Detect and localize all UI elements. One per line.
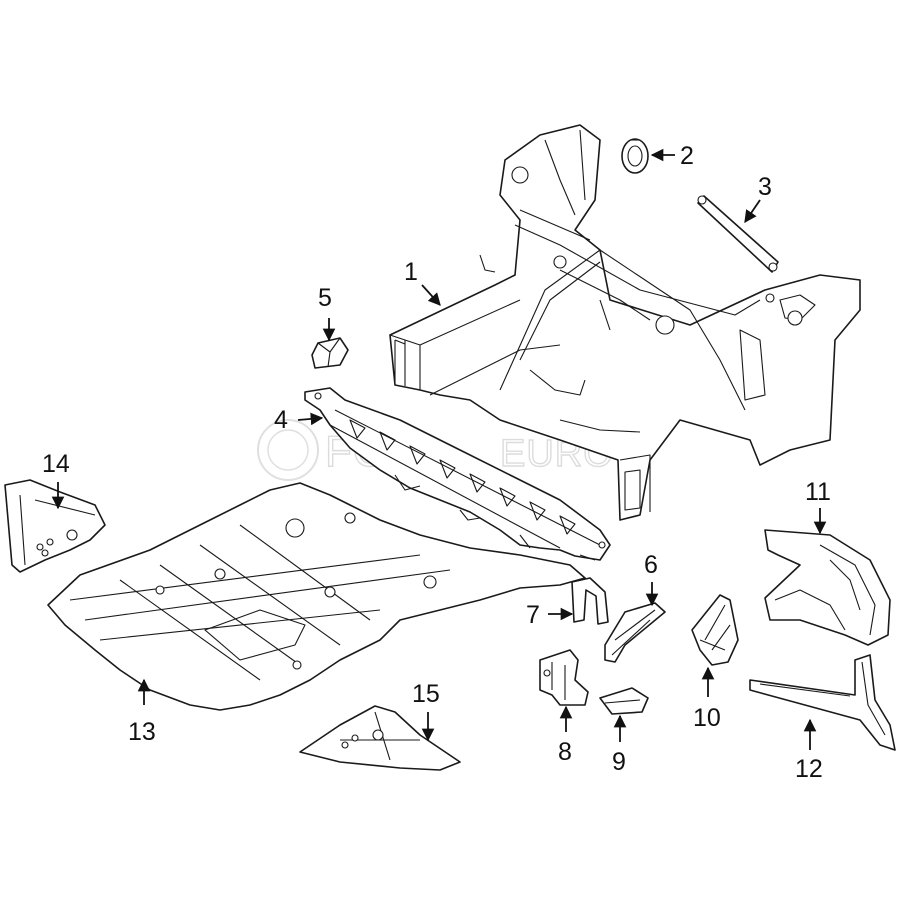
callout-4: 4	[274, 406, 288, 434]
callout-13: 13	[128, 718, 156, 746]
part-6-bracket[interactable]	[604, 602, 666, 663]
part-11-arch-bracket[interactable]	[764, 529, 891, 646]
callout-2: 2	[680, 142, 694, 170]
part-8-bracket[interactable]	[539, 649, 589, 706]
callout-10: 10	[693, 704, 721, 732]
callout-7: 7	[526, 601, 540, 629]
callout-5: 5	[318, 284, 332, 312]
callout-11: 11	[805, 478, 831, 506]
part-10-bracket[interactable]	[691, 594, 739, 666]
callout-12: 12	[795, 755, 823, 783]
callout-8: 8	[558, 738, 572, 766]
callout-1: 1	[404, 258, 418, 286]
leader-lines	[51, 148, 827, 750]
leader-1	[421, 284, 441, 306]
callout-3: 3	[758, 173, 772, 201]
part-1-front-subframe[interactable]	[389, 124, 861, 521]
part-4-crossmember[interactable]	[304, 387, 611, 561]
callout-6: 6	[644, 551, 658, 579]
part-15-floor-bracket[interactable]	[299, 705, 461, 771]
callout-15: 15	[412, 680, 440, 708]
part-5-mount[interactable]	[311, 337, 349, 369]
part-2-grommet[interactable]	[621, 138, 649, 174]
part-13-underbody-panel[interactable]	[47, 482, 586, 711]
leader-3	[744, 199, 761, 224]
part-3-brace-strut[interactable]	[697, 195, 779, 273]
callout-numbers: 1 2 3 4 5 6 7 8 9 10 11 12 13 14 15	[42, 142, 831, 783]
leader-4	[297, 412, 324, 426]
part-7-u-clip[interactable]	[571, 577, 609, 625]
part-12-rail[interactable]	[749, 654, 896, 751]
part-9-pad[interactable]	[599, 687, 649, 715]
callout-9: 9	[612, 748, 626, 776]
part-14-side-bracket[interactable]	[4, 479, 106, 573]
callout-14: 14	[42, 450, 70, 478]
